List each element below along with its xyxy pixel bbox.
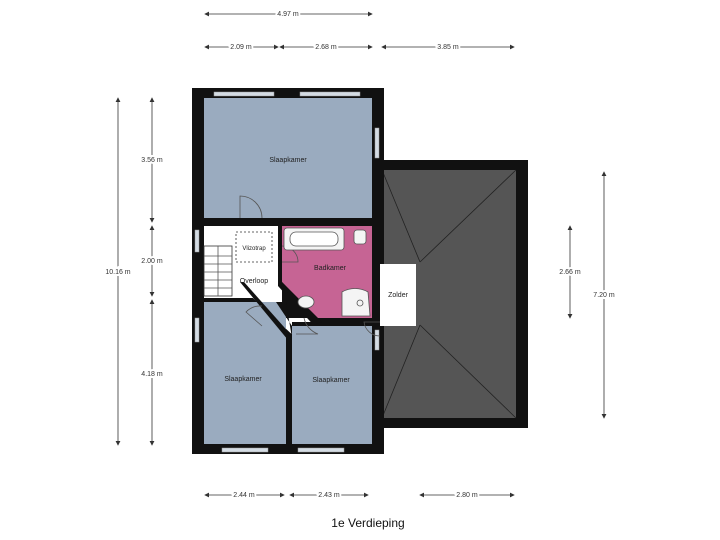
door-attic (363, 321, 381, 337)
label-bedroom-top: Slaapkamer (269, 157, 307, 164)
dim-left-c: 4.18 m (141, 371, 163, 378)
label-vliering: Vlizotrap (242, 246, 266, 252)
dimension-labels: 4.97 m 2.09 m 2.68 m 3.85 m 10.16 m 3.56… (103, 9, 617, 501)
door-bedroom-top (239, 195, 263, 219)
dim-bottom-b: 2.43 m (318, 492, 340, 499)
staircase (203, 245, 233, 297)
shower (341, 288, 371, 317)
dim-left-b: 2.00 m (141, 258, 163, 265)
door-bedroom-left (245, 305, 263, 327)
hall-connector (276, 302, 292, 338)
roof-area (372, 160, 528, 428)
interior-walls (204, 160, 380, 444)
room-bedroom-left (204, 302, 286, 444)
door-bedroom-right (296, 317, 319, 335)
dim-right-inner: 2.66 m (559, 269, 581, 276)
dim-left-total: 10.16 m (105, 269, 130, 276)
window-top-1 (213, 91, 275, 97)
dim-bottom-a: 2.44 m (233, 492, 255, 499)
label-landing: Overloop (240, 278, 269, 285)
windows (194, 91, 380, 453)
label-bedroom-right: Slaapkamer (312, 377, 350, 384)
label-bathroom: Badkamer (314, 265, 347, 272)
window-bottom-2 (297, 447, 345, 453)
room-attic (380, 264, 416, 326)
label-bedroom-left: Slaapkamer (224, 376, 262, 383)
dim-top-b: 2.68 m (315, 44, 337, 51)
window-bottom-1 (221, 447, 269, 453)
window-right-bottom (374, 329, 380, 351)
dimension-lines (115, 11, 607, 498)
attic-hatch (235, 231, 273, 263)
doors (239, 195, 381, 337)
toilet (353, 229, 367, 245)
window-right-top (374, 127, 380, 159)
dim-right-outer: 7.20 m (593, 292, 615, 299)
window-top-2 (299, 91, 361, 97)
window-left-mid (194, 229, 200, 253)
floor-title: 1e Verdieping (331, 516, 404, 530)
dim-top-a: 2.09 m (230, 44, 252, 51)
dim-bottom-c: 2.80 m (456, 492, 478, 499)
dim-left-a: 3.56 m (141, 157, 163, 164)
room-bedroom-right (292, 326, 372, 444)
dim-top-total: 4.97 m (277, 11, 299, 18)
bathroom-fixtures (283, 227, 371, 317)
window-left-bottom (194, 317, 200, 343)
room-bedroom-top (204, 98, 372, 218)
label-attic: Zolder (388, 292, 409, 299)
sink (297, 295, 315, 309)
dim-top-c: 3.85 m (437, 44, 459, 51)
